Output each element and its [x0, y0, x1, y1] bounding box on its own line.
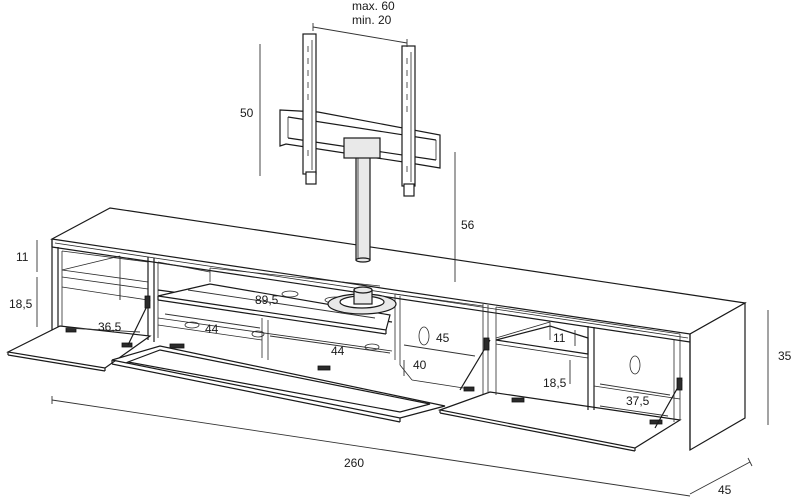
label-center-right-height: 40	[413, 358, 427, 372]
tv-mount	[279, 33, 441, 315]
label-mount-min: min. 20	[352, 13, 392, 27]
label-pole-height: 56	[461, 218, 475, 232]
mount-rail-right	[401, 45, 416, 187]
center-compartment	[111, 261, 475, 423]
label-left-compartment-width: 36,5	[98, 320, 122, 334]
label-total-height: 35	[778, 349, 792, 363]
left-door	[6, 325, 152, 369]
label-mount-height: 50	[240, 106, 254, 120]
label-right-top-height: 11	[553, 331, 566, 345]
dimension-lines	[36, 23, 769, 497]
left-door-hinge-2	[121, 342, 133, 348]
label-mount-max: max. 60	[352, 0, 395, 13]
center-shelf	[157, 283, 391, 331]
dimension-labels: max. 60 min. 20 50 56 11 18,5 36,5 44 44…	[9, 0, 792, 497]
left-compartment	[6, 250, 155, 372]
label-left-compartment-height: 18,5	[9, 297, 33, 311]
label-depth: 45	[718, 483, 732, 497]
label-right-compartment-width: 37,5	[626, 394, 650, 408]
label-center-right-width: 44	[331, 344, 345, 358]
cabinet-top	[50, 207, 747, 335]
depth-dimension	[689, 461, 751, 495]
label-total-width: 260	[344, 456, 364, 470]
label-center-shelf-width: 89,5	[255, 293, 279, 307]
total-width-dimension	[51, 399, 691, 497]
label-center-left-width: 44	[205, 322, 219, 336]
label-right-lower-height: 18,5	[543, 376, 567, 390]
right-shelf	[495, 325, 589, 355]
mount-rail-left	[302, 33, 317, 175]
right-compartment	[495, 306, 683, 429]
label-center-right-depth: 45	[436, 331, 450, 345]
label-top-compartment-height: 11	[16, 250, 29, 264]
